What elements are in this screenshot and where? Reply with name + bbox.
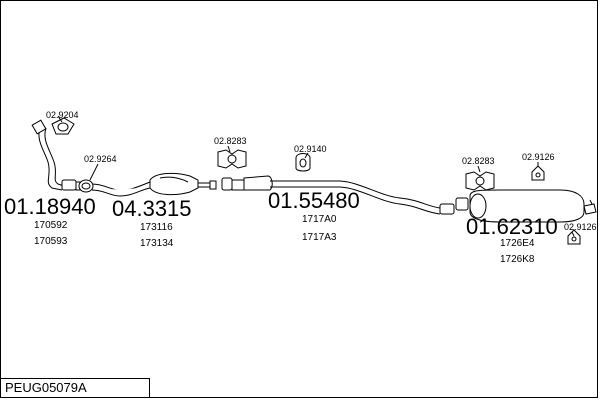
part-number: 01.18940 [4, 194, 96, 219]
part-ref: 170592 [34, 220, 68, 231]
leader-lines [57, 115, 593, 237]
center-section [221, 175, 441, 215]
rubber-mount-bottom [567, 229, 581, 245]
part-ref: 1717A3 [302, 232, 337, 243]
part-ref: 1726K8 [500, 254, 535, 265]
clamp-9140 [295, 153, 311, 172]
catalyst [149, 172, 217, 196]
accessory-label: 02.8283 [462, 156, 495, 166]
accessory-label: 02.8283 [214, 136, 247, 146]
part-number: 01.62310 [466, 214, 558, 239]
part-ref: 1717A0 [302, 214, 337, 225]
part-ref: 1726E4 [500, 238, 535, 249]
part-ref: 173116 [140, 222, 173, 233]
hanger-left [217, 149, 247, 169]
diagram-code: PEUG05079A [0, 378, 150, 398]
gasket-front [51, 117, 75, 135]
accessory-label: 02.9126 [522, 152, 555, 162]
part-ref: 170593 [34, 236, 68, 247]
rear-connection [439, 197, 469, 215]
accessory-label: 02.9126 [564, 222, 597, 232]
hanger-right [465, 171, 495, 191]
intermediate-pipe-b [91, 187, 151, 197]
part-ref: 173134 [140, 238, 174, 249]
rubber-mount-top [531, 165, 545, 181]
clamp-ring [78, 179, 94, 193]
part-number: 01.55480 [268, 188, 360, 213]
rear-silencer [469, 189, 597, 223]
part-number: 04.3315 [112, 196, 192, 221]
accessory-label: 02.9264 [84, 154, 117, 164]
accessory-label: 02.9140 [294, 144, 327, 154]
front-pipe [31, 119, 83, 191]
accessory-label: 02.9204 [46, 110, 79, 120]
